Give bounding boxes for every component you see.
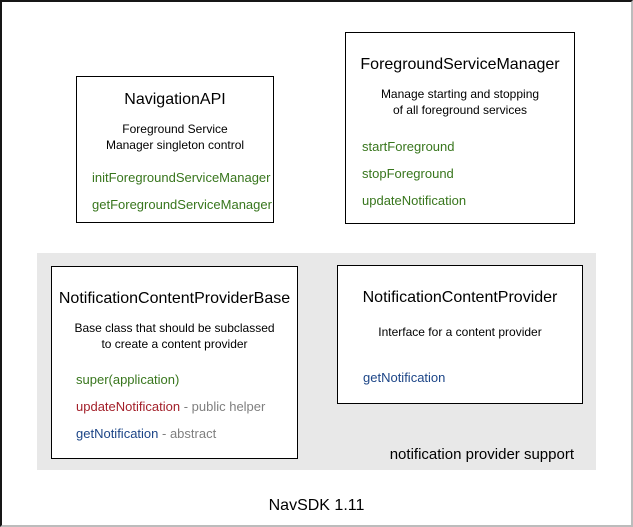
class-box-foreground-service-manager: ForegroundServiceManager Manage starting… <box>345 32 575 224</box>
method-name: updateNotification <box>362 193 467 208</box>
method-list: startForeground stopForeground updateNot… <box>346 139 574 209</box>
description-line: Manager singleton control <box>105 138 245 152</box>
class-title: NavigationAPI <box>124 91 226 108</box>
class-description: Foreground Service Manager singleton con… <box>77 121 273 153</box>
class-title: NotificationContentProvider <box>362 289 558 306</box>
diagram-caption: NavSDK 1.11 <box>268 497 365 514</box>
method-name: getForegroundServiceManager <box>92 197 272 212</box>
method-list: initForegroundServiceManager getForegrou… <box>77 170 273 213</box>
description-line: Manage starting and stopping <box>380 87 540 101</box>
method-get-foreground-service-manager: getForegroundServiceManager <box>92 197 273 213</box>
class-box-notification-content-provider-base: NotificationContentProviderBase Base cla… <box>51 266 298 459</box>
method-list: super(application) updateNotification - … <box>52 372 297 442</box>
method-annotation: - public helper <box>180 399 266 414</box>
method-start-foreground: startForeground <box>362 139 574 155</box>
description-line: to create a content provider <box>101 337 248 351</box>
description-line: Foreground Service <box>122 122 228 136</box>
method-name: initForegroundServiceManager <box>92 170 271 185</box>
class-title: ForegroundServiceManager <box>360 56 560 73</box>
method-super-application: super(application) <box>76 372 297 388</box>
method-get-notification: getNotification - abstract <box>76 426 297 442</box>
method-list: getNotification <box>338 370 582 386</box>
class-description: Manage starting and stopping of all fore… <box>346 86 574 118</box>
method-name: stopForeground <box>362 166 454 181</box>
description-line: Interface for a content provider <box>378 325 542 339</box>
method-name: startForeground <box>362 139 455 154</box>
group-label: notification provider support <box>389 446 574 463</box>
method-name: updateNotification <box>76 399 181 414</box>
class-box-navigation-api: NavigationAPI Foreground Service Manager… <box>76 76 274 223</box>
description-line: Base class that should be subclassed <box>74 321 275 335</box>
method-update-notification: updateNotification - public helper <box>76 399 297 415</box>
class-description: Base class that should be subclassed to … <box>52 320 297 352</box>
class-title: NotificationContentProviderBase <box>58 290 291 307</box>
method-name: getNotification <box>363 370 446 385</box>
description-line: of all foreground services <box>392 103 528 117</box>
method-annotation: - abstract <box>158 426 217 441</box>
method-update-notification: updateNotification <box>362 193 574 209</box>
method-name: getNotification <box>76 426 159 441</box>
method-get-notification: getNotification <box>363 370 582 386</box>
method-name: super(application) <box>76 372 180 387</box>
class-box-notification-content-provider: NotificationContentProvider Interface fo… <box>337 265 583 404</box>
class-description: Interface for a content provider <box>338 324 582 340</box>
method-stop-foreground: stopForeground <box>362 166 574 182</box>
method-init-foreground-service-manager: initForegroundServiceManager <box>92 170 273 186</box>
